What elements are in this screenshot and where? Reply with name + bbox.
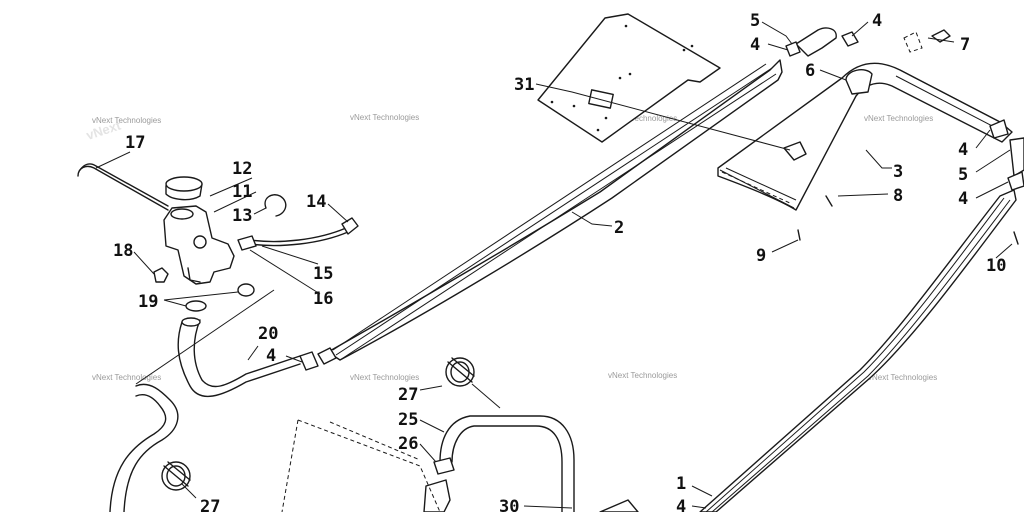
callout-8: 8	[893, 186, 903, 206]
part-16-clamp	[237, 235, 257, 251]
engine-outline	[281, 419, 441, 512]
callout-6: 6	[805, 61, 815, 81]
watermark-text: vNext Technologies	[868, 373, 937, 382]
watermark-text: vNext Technologies	[864, 114, 933, 123]
part-5-hose	[795, 27, 837, 57]
callout-13: 13	[232, 206, 252, 226]
part-13-clamp	[264, 194, 287, 217]
callout-9: 9	[756, 246, 766, 266]
callout-1: 1	[676, 474, 686, 494]
watermark-text: vNext Technologies	[350, 373, 419, 382]
callout-15: 15	[313, 264, 333, 284]
part-27-spring-clamp	[445, 357, 475, 387]
part-25-hose	[439, 415, 575, 512]
leader-lines	[95, 21, 1013, 509]
callout-5: 5	[958, 165, 968, 185]
callout-4: 4	[750, 35, 760, 55]
callout-20: 20	[258, 324, 278, 344]
bracket-outline	[903, 31, 923, 53]
callout-12: 12	[232, 159, 252, 179]
part-4-clamp	[841, 31, 859, 47]
callouts: 31 2 3 8 9 10 5 4 4 6 7 4 5 4 17 12 11 1…	[113, 11, 1006, 512]
callout-4: 4	[266, 346, 276, 366]
callout-19: 19	[138, 292, 158, 312]
part-15-hose	[249, 217, 359, 247]
callout-17: 17	[125, 133, 145, 153]
part-4-clamp	[785, 41, 801, 57]
part-10-fastener	[1013, 231, 1019, 245]
callout-26: 26	[398, 434, 418, 454]
callout-5: 5	[750, 11, 760, 31]
part-20-hose	[177, 317, 301, 398]
part-2-heat-exchanger	[317, 59, 783, 365]
part-18-nut	[153, 267, 169, 283]
callout-4: 4	[676, 497, 686, 512]
callout-27: 27	[398, 385, 418, 405]
callout-11: 11	[232, 182, 252, 202]
center-bracket	[783, 141, 807, 161]
part-26-fitting	[433, 457, 455, 475]
callout-7: 7	[960, 35, 970, 55]
part-1-heat-exchanger	[699, 189, 1017, 512]
callout-10: 10	[986, 256, 1006, 276]
callout-14: 14	[306, 192, 326, 212]
part-31-panel	[537, 13, 721, 143]
callout-4: 4	[872, 11, 882, 31]
lower-left-hose	[109, 383, 179, 512]
callout-3: 3	[893, 162, 903, 182]
watermark-text: vNext Technologies	[92, 116, 161, 125]
part-5-hose	[1009, 137, 1024, 177]
watermark-text: vNext Technologies	[350, 113, 419, 122]
callout-31: 31	[514, 75, 534, 95]
watermark-text: vNext Technologies	[608, 114, 677, 123]
thermostat-housing	[423, 479, 451, 512]
callout-18: 18	[113, 241, 133, 261]
part-4-clamp	[989, 119, 1009, 139]
watermark-text: vNext Technologies	[92, 373, 161, 382]
part-8-fastener	[825, 195, 833, 207]
callout-2: 2	[614, 218, 624, 238]
part-19-clamp	[185, 300, 207, 312]
part-3-heat-exchanger	[717, 62, 1013, 211]
part-27-spring-clamp	[161, 461, 191, 491]
callout-30: 30	[499, 497, 519, 512]
part-9-fastener	[797, 229, 801, 241]
callout-27: 27	[200, 497, 220, 512]
callout-4: 4	[958, 140, 968, 160]
part-4-clamp	[299, 351, 319, 371]
callout-4: 4	[958, 189, 968, 209]
watermark-text: vNext Technologies	[608, 371, 677, 380]
part-19-clamp	[237, 283, 255, 297]
part-4-clamp	[1007, 171, 1024, 191]
part-6-grommet	[845, 69, 873, 95]
part-17-vent-hose	[77, 165, 169, 211]
part-11-coolant-reservoir	[163, 205, 235, 285]
part-12-reservoir-cap	[165, 176, 203, 201]
callout-16: 16	[313, 289, 333, 309]
callout-25: 25	[398, 410, 418, 430]
part-30-elbow	[599, 499, 639, 512]
watermarks: vNext vNext Technologies vNext Technolog…	[84, 113, 937, 382]
